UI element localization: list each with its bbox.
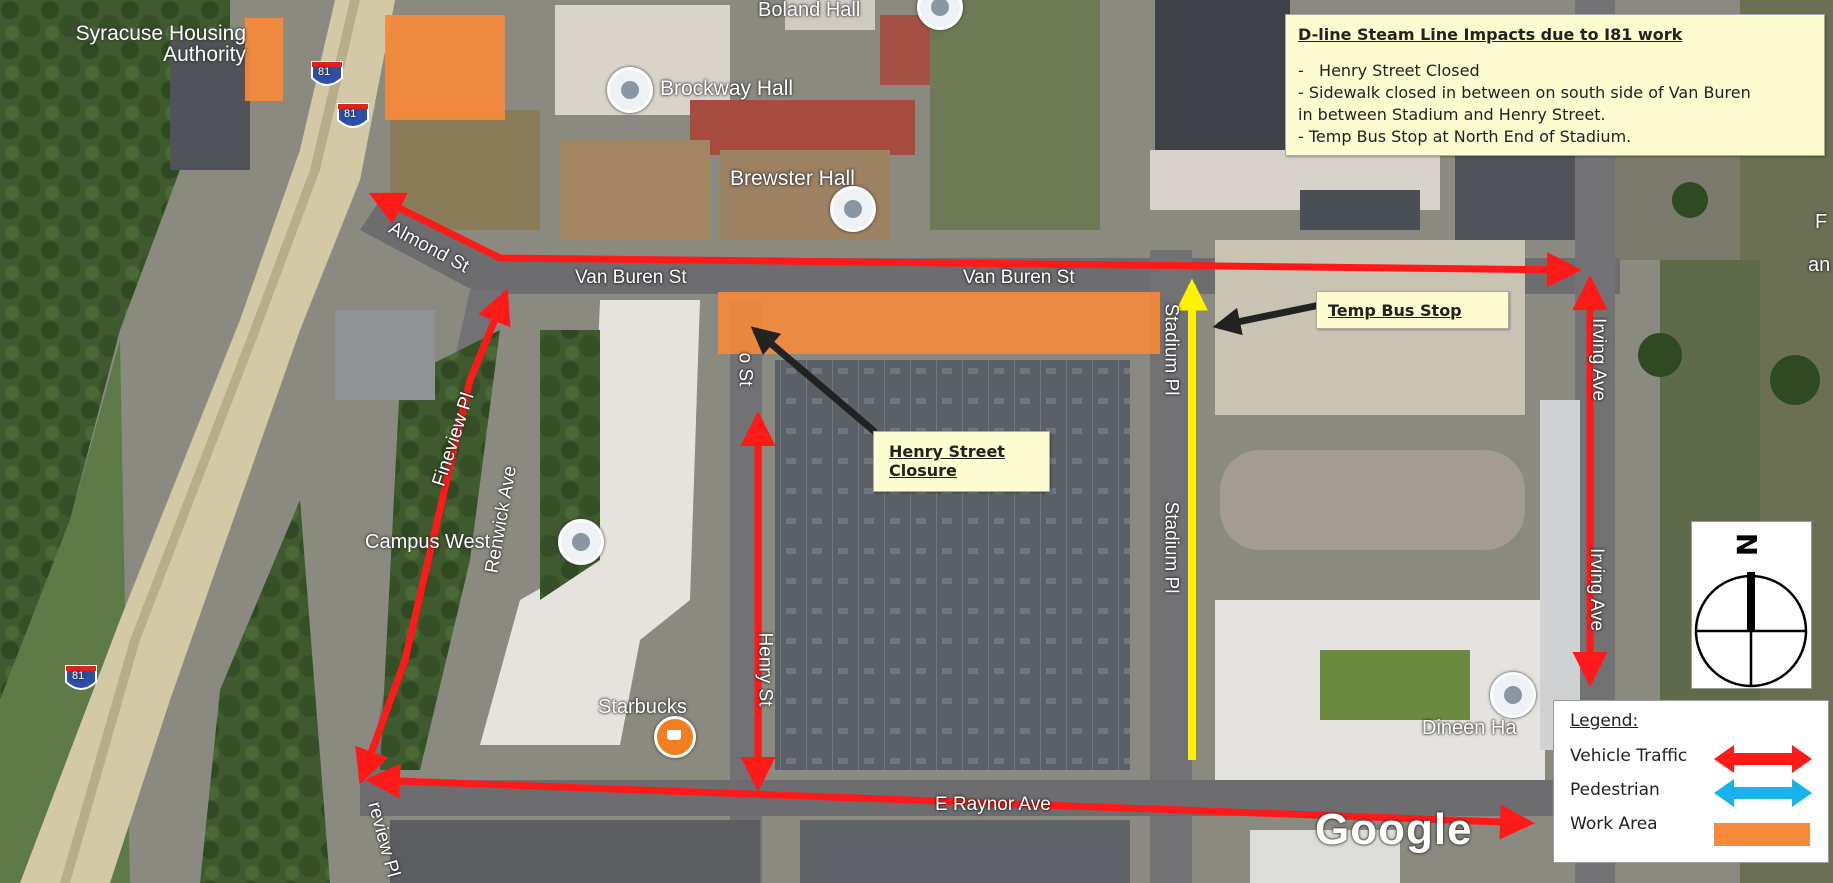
traffic-arrow-van-buren [368, 192, 1582, 288]
closure-callout: Henry Street Closure [873, 431, 1050, 492]
university-icon[interactable] [607, 67, 653, 113]
street-label-henry: Henry St [754, 632, 776, 707]
graduation-cap-icon[interactable] [1490, 672, 1536, 718]
place-label-starbucks: Starbucks [598, 696, 687, 718]
university-icon[interactable] [558, 519, 604, 565]
street-label-van-buren: Van Buren St [963, 267, 1075, 288]
street-label-van-buren: Van Buren St [575, 267, 687, 288]
place-label-housing-authority: Syracuse Housing Authority [75, 22, 246, 66]
street-label-irving: Irving Ave [1586, 547, 1608, 632]
legend-vehicle-arrow-icon [1714, 745, 1812, 773]
legend-item-work-area: Work Area [1570, 814, 1658, 834]
legend-swatches [1714, 745, 1812, 846]
interstate-shield-icon [65, 665, 97, 690]
interstate-shield-icon [311, 61, 343, 86]
work-area-lot [385, 15, 505, 120]
place-label-dineen-hall: Dineen Ha [1422, 717, 1517, 739]
impacts-line: - Henry Street Closed [1298, 61, 1480, 80]
interstate-number: 81 [318, 66, 331, 78]
bus-stop-callout: Temp Bus Stop [1316, 291, 1509, 329]
cafe-icon[interactable] [654, 716, 696, 758]
impacts-info-box: D-line Steam Line Impacts due to I81 wor… [1285, 14, 1825, 156]
legend: Legend: Vehicle Traffic Pedestrian Work … [1553, 700, 1829, 863]
compass-rose-icon [1694, 572, 1808, 688]
traffic-arrow-raynor [365, 763, 1535, 840]
legend-work-area-swatch [1714, 823, 1810, 846]
place-label-campus-west: Campus West [365, 531, 491, 553]
interstate-number: 81 [344, 108, 357, 120]
closure-label-line2: Closure [889, 461, 957, 480]
bus-stop-label: Temp Bus Stop [1328, 301, 1462, 320]
legend-title: Legend: [1570, 711, 1639, 731]
legend-item-pedestrian: Pedestrian [1570, 780, 1660, 800]
place-label-boland-hall: Boland Hall [758, 0, 861, 21]
traffic-arrow-renwick [355, 288, 511, 785]
closure-label-line1: Henry Street [889, 442, 1005, 461]
edge-label: F [1815, 211, 1828, 233]
compass: N [1691, 521, 1812, 689]
legend-pedestrian-arrow-icon [1714, 779, 1812, 807]
closure-pointer [750, 326, 878, 435]
interstate-number: 81 [72, 670, 85, 682]
impacts-line: - Temp Bus Stop at North End of Stadium. [1298, 127, 1632, 146]
impacts-line: in between Stadium and Henry Street. [1298, 105, 1606, 124]
work-area-housing [245, 18, 283, 101]
street-label-stadium: Stadium Pl [1160, 303, 1182, 396]
street-label-irving: Irving Ave [1588, 317, 1610, 402]
street-label-stadium: Stadium Pl [1160, 501, 1182, 594]
google-logo: Google [1315, 805, 1473, 854]
street-label-raynor: E Raynor Ave [935, 794, 1051, 815]
university-icon[interactable] [830, 186, 876, 232]
street-label-henry: o St [734, 352, 756, 387]
work-area-van-buren [718, 292, 1160, 354]
place-label-brockway-hall: Brockway Hall [660, 77, 794, 100]
bus-stop-pointer [1212, 301, 1321, 336]
impacts-line: - Sidewalk closed in between on south si… [1298, 83, 1751, 102]
edge-label: an [1808, 254, 1831, 276]
legend-item-vehicle: Vehicle Traffic [1570, 746, 1688, 766]
interstate-shield-icon [337, 103, 369, 128]
place-label-brewster-hall: Brewster Hall [730, 167, 855, 190]
impacts-title: D-line Steam Line Impacts due to I81 wor… [1298, 25, 1683, 44]
